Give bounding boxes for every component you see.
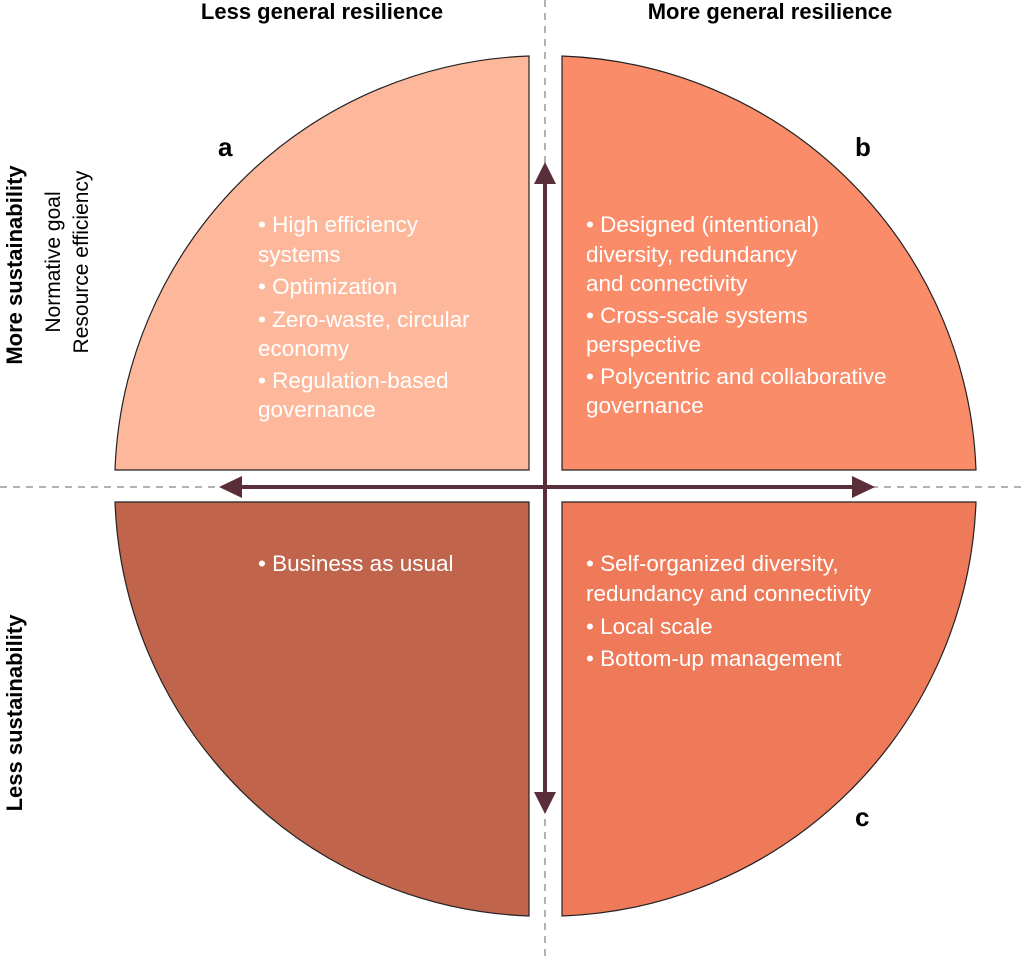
quadrant-b-label: b bbox=[855, 132, 871, 162]
top-row-subheader-1: Normative goal bbox=[42, 191, 65, 332]
quadrant-a-line: • Regulation-based bbox=[258, 368, 449, 393]
quadrant-c-shape bbox=[561, 501, 977, 917]
quadrant-a-line: • High efficiency bbox=[258, 212, 419, 237]
arrow-head-down bbox=[534, 792, 556, 814]
quadrant-a-line: governance bbox=[258, 397, 376, 422]
quadrant-b-text: • Designed (intentional) diversity, redu… bbox=[586, 212, 887, 418]
quadrant-c-label: c bbox=[855, 802, 869, 832]
left-column-header: Less general resilience bbox=[201, 0, 443, 24]
quadrant-a-line: economy bbox=[258, 336, 350, 361]
quadrant-a-shape bbox=[114, 55, 530, 471]
quadrant-a-line: systems bbox=[258, 242, 341, 267]
quadrant-b-line: diversity, redundancy bbox=[586, 242, 798, 267]
quadrant-d-line: • Business as usual bbox=[258, 551, 453, 576]
quadrant-b-line: perspective bbox=[586, 332, 701, 357]
quadrant-c-line: • Self-organized diversity, bbox=[586, 551, 839, 576]
top-row-header: More sustainability bbox=[2, 165, 27, 365]
arrow-head-left bbox=[219, 476, 242, 498]
quadrant-d-shape bbox=[114, 501, 530, 917]
quadrant-b-line: • Cross-scale systems bbox=[586, 303, 808, 328]
quadrant-a-label: a bbox=[218, 132, 233, 162]
quadrant-c-line: • Bottom-up management bbox=[586, 646, 842, 671]
arrow-head-right bbox=[852, 476, 875, 498]
quadrant-c-text: • Self-organized diversity, redundancy a… bbox=[586, 551, 872, 671]
quadrant-a-text: • High efficiency systems • Optimization… bbox=[258, 212, 470, 422]
quadrant-b-line: • Polycentric and collaborative bbox=[586, 364, 887, 389]
top-row-subheader-2: Resource efficiency bbox=[70, 170, 93, 353]
quadrant-d-text: • Business as usual bbox=[258, 551, 453, 576]
quadrant-a-line: • Optimization bbox=[258, 274, 397, 299]
arrow-head-up bbox=[534, 162, 556, 184]
bottom-row-header: Less sustainability bbox=[2, 614, 27, 812]
quadrant-b-shape bbox=[561, 55, 977, 471]
quadrant-b-line: and connectivity bbox=[586, 271, 748, 296]
right-column-header: More general resilience bbox=[648, 0, 893, 24]
quadrant-c-line: redundancy and connectivity bbox=[586, 581, 872, 606]
quadrant-b-line: • Designed (intentional) bbox=[586, 212, 819, 237]
quadrant-a-line: • Zero-waste, circular bbox=[258, 307, 470, 332]
quadrant-b-line: governance bbox=[586, 393, 704, 418]
axis-arrows bbox=[219, 162, 875, 814]
quadrant-c-line: • Local scale bbox=[586, 614, 713, 639]
